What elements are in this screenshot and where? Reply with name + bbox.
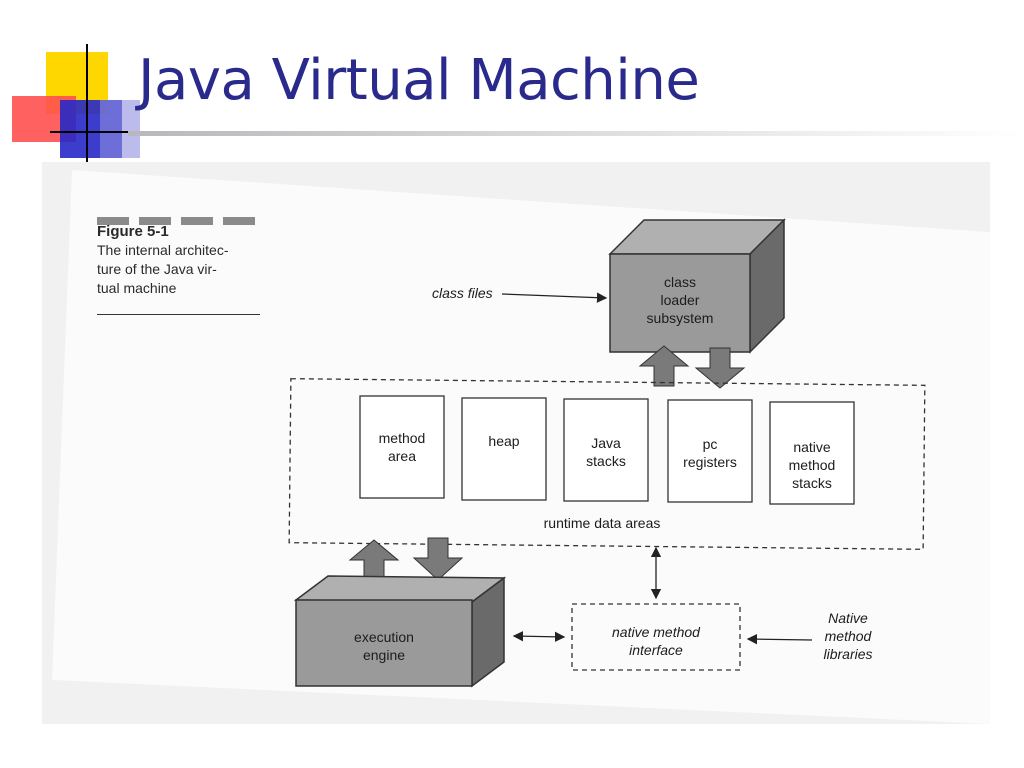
engine-interface-arrow xyxy=(512,630,566,643)
svg-text:heap: heap xyxy=(488,433,519,449)
runtime-data-areas-label: runtime data areas xyxy=(544,515,661,531)
figure-caption: Figure 5-1 The internal architec- ture o… xyxy=(97,222,262,298)
svg-text:stacks: stacks xyxy=(586,453,626,469)
figure-caption-rule xyxy=(97,314,260,315)
native-interface-frame xyxy=(571,603,741,671)
svg-text:stacks: stacks xyxy=(792,475,832,491)
runtime-area-heap: heap xyxy=(461,397,547,501)
diagram-canvas: class loader subsystem class files metho… xyxy=(52,170,990,724)
native-libraries-label-3: libraries xyxy=(823,646,872,662)
runtime-data-areas-frame xyxy=(288,378,926,550)
runtime-area-pc-registers: pc registers xyxy=(667,399,753,503)
svg-text:method: method xyxy=(379,430,426,446)
native-interface-label-2: interface xyxy=(629,642,683,658)
native-libraries-label-2: method xyxy=(825,628,873,644)
class-loader-label-3: subsystem xyxy=(647,310,714,326)
svg-text:native: native xyxy=(793,439,831,455)
logo-blue-square-fade xyxy=(100,100,140,158)
figure-caption-line-2: ture of the Java vir- xyxy=(97,261,217,277)
engine-down-arrow xyxy=(412,537,464,581)
loader-up-arrow xyxy=(638,345,690,387)
slide-logo xyxy=(12,44,140,162)
class-loader-box xyxy=(608,218,786,354)
class-loader-label-2: loader xyxy=(661,292,700,308)
figure-caption-line-1: The internal architec- xyxy=(97,242,229,258)
svg-text:registers: registers xyxy=(683,454,737,470)
svg-text:Java: Java xyxy=(591,435,621,451)
figure-number: Figure 5-1 xyxy=(97,223,169,240)
runtime-area-java-stacks: Java stacks xyxy=(563,398,649,502)
svg-text:method: method xyxy=(789,457,836,473)
native-libraries-label-1: Native xyxy=(828,610,868,626)
loader-down-arrow xyxy=(694,347,746,389)
svg-text:pc: pc xyxy=(703,436,718,452)
execution-engine-label-2: engine xyxy=(363,647,405,663)
figure-scan: class loader subsystem class files metho… xyxy=(42,162,990,724)
class-files-label: class files xyxy=(432,285,493,301)
execution-engine-box xyxy=(293,575,507,688)
runtime-area-native-method-stacks: native method stacks xyxy=(769,401,855,505)
native-interface-label-1: native method xyxy=(612,624,701,640)
figure-header-bars xyxy=(97,212,265,230)
slide-title: Java Virtual Machine xyxy=(138,48,700,113)
svg-text:area: area xyxy=(388,448,416,464)
libraries-interface-arrow xyxy=(746,633,813,645)
figure-caption-line-3: tual machine xyxy=(97,280,177,296)
execution-engine-label-1: execution xyxy=(354,629,414,645)
title-underline xyxy=(128,131,1024,136)
class-loader-label-1: class xyxy=(664,274,696,290)
runtime-area-method: method area xyxy=(359,395,445,499)
class-files-arrow xyxy=(501,292,608,303)
